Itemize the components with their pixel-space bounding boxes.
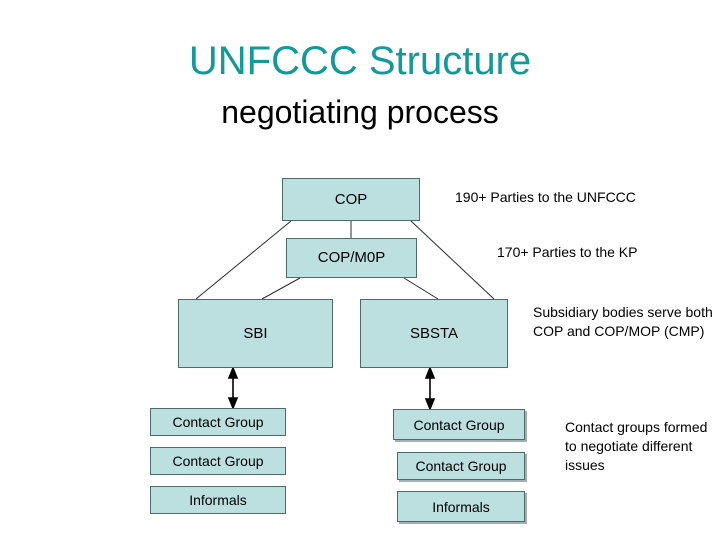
- node-contact-group-right-1-label: Contact Group: [413, 416, 505, 433]
- node-contact-group-left-1-label: Contact Group: [172, 414, 264, 430]
- arrow-sbi-contact-group: [227, 365, 239, 411]
- page-subtitle: negotiating process: [221, 94, 499, 130]
- connector-copmop-to-sbi: [261, 277, 301, 300]
- annotation-subsidiary-bodies: Subsidiary bodies serve both COP and COP…: [533, 304, 713, 339]
- connector-cop-to-sbi: [195, 220, 292, 300]
- node-sbsta-label: SBSTA: [409, 324, 459, 342]
- node-informals-right-label: Informals: [432, 498, 490, 515]
- node-cop-mop[interactable]: COP/M0P: [286, 238, 417, 278]
- node-contact-group-left-2[interactable]: Contact Group: [150, 447, 286, 475]
- node-sbi[interactable]: SBI: [178, 299, 333, 368]
- node-contact-group-right-1[interactable]: Contact Group: [393, 409, 525, 440]
- node-contact-group-left-1[interactable]: Contact Group: [150, 408, 286, 436]
- connector-copmop-to-sbsta: [403, 277, 439, 300]
- node-sbi-label: SBI: [243, 324, 268, 342]
- node-informals-left[interactable]: Informals: [150, 486, 286, 514]
- node-cop-mop-label: COP/M0P: [317, 249, 386, 266]
- node-cop-label: COP: [334, 190, 368, 208]
- connector-cop-to-sbsta: [410, 220, 495, 300]
- annotation-parties-kp: 170+ Parties to the KP: [497, 244, 638, 260]
- node-informals-left-label: Informals: [189, 492, 247, 508]
- annotation-contact-groups: Contact groups formed to negotiate diffe…: [565, 419, 708, 473]
- node-contact-group-right-2[interactable]: Contact Group: [397, 452, 525, 480]
- node-cop[interactable]: COP: [282, 178, 420, 221]
- node-sbsta[interactable]: SBSTA: [360, 299, 508, 368]
- page-title: UNFCCC Structure: [188, 39, 532, 83]
- node-contact-group-left-2-label: Contact Group: [172, 453, 264, 469]
- arrow-sbsta-contact-group: [424, 365, 436, 412]
- node-contact-group-right-2-label: Contact Group: [415, 458, 507, 474]
- annotation-parties-unfccc: 190+ Parties to the UNFCCC: [455, 189, 636, 205]
- node-informals-right[interactable]: Informals: [397, 491, 525, 522]
